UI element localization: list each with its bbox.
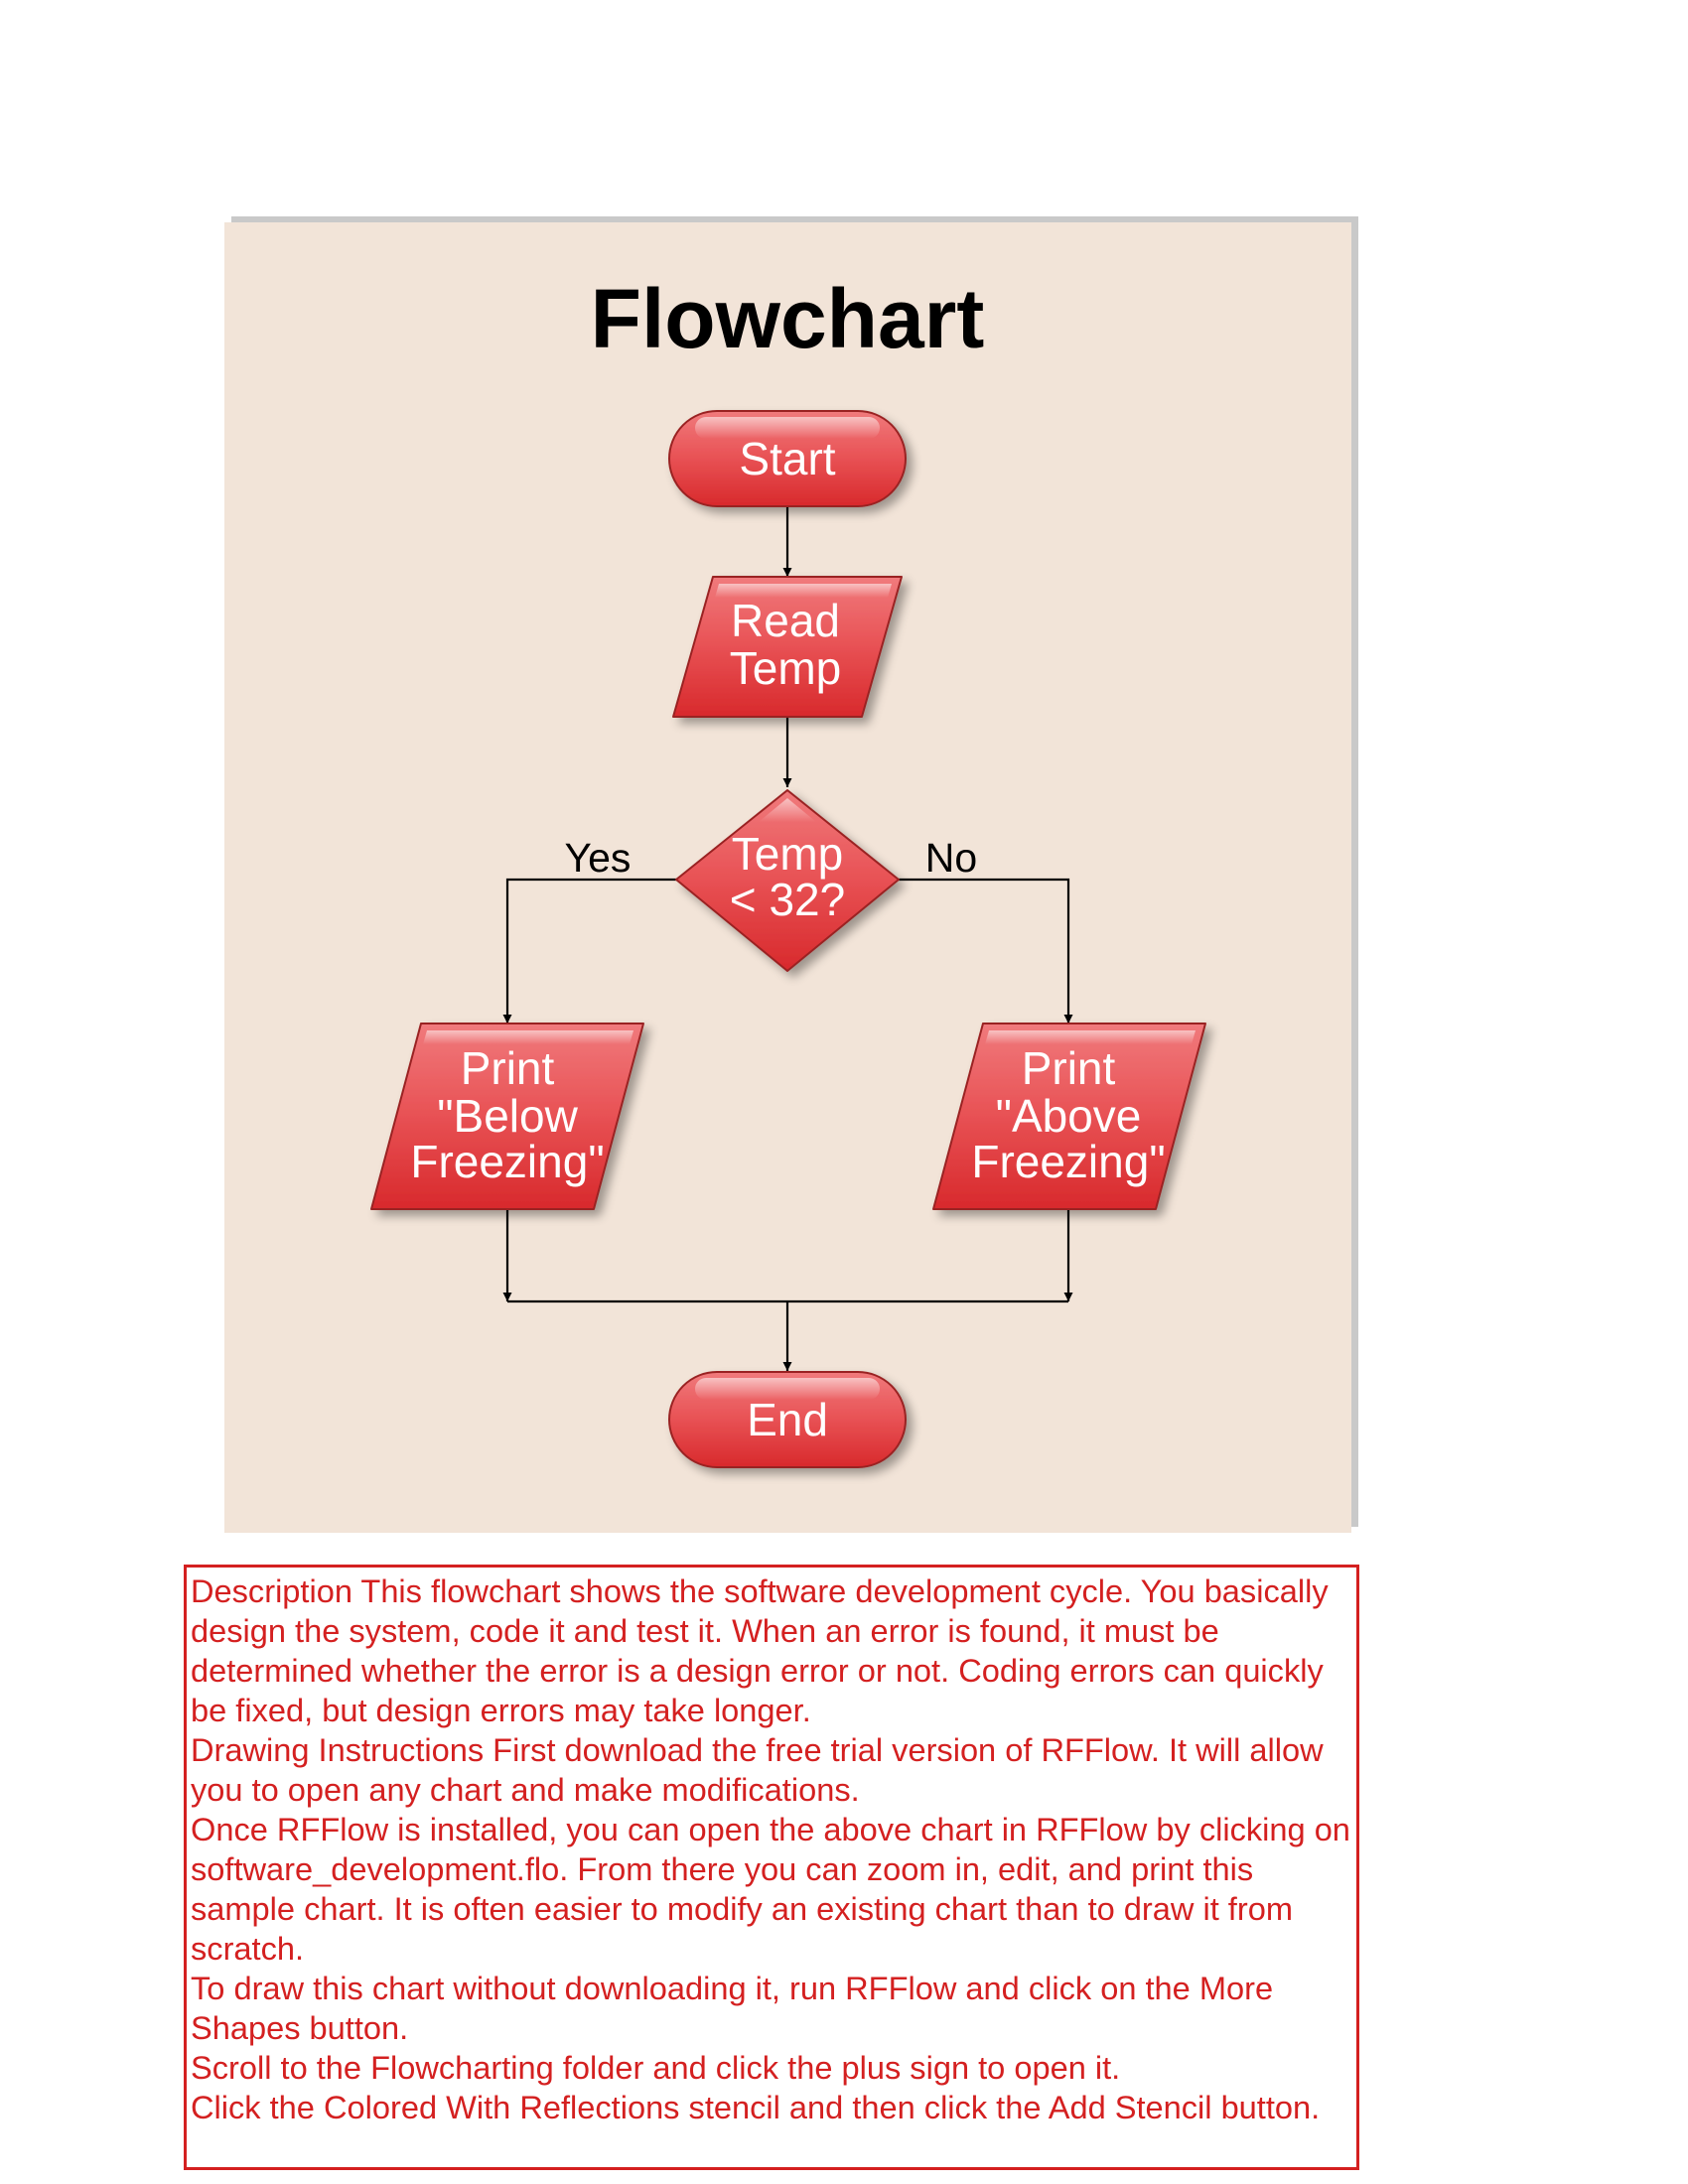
print-below-label-2: "Below [437, 1090, 578, 1142]
edge-label-no: No [925, 835, 977, 881]
description-paragraph: Description This flowchart shows the sof… [191, 1572, 1329, 1728]
read-temp-parallelogram [672, 576, 903, 718]
diagram-title: Flowchart [591, 272, 985, 365]
print-below-parallelogram [370, 1023, 644, 1210]
start-label: Start [739, 433, 835, 484]
scroll-folder-paragraph: Scroll to the Flowcharting folder and cl… [191, 2049, 1121, 2086]
end-gloss [695, 1378, 880, 1400]
node-print-above: Print "Above Freezing" [932, 1023, 1206, 1210]
decision-gloss [759, 798, 816, 822]
more-shapes-paragraph: To draw this chart without downloading i… [191, 1970, 1274, 2046]
flowchart-diagram: Flowchart Yes No Start Read Temp Temp < … [224, 216, 1358, 1533]
decision-label-1: Temp [732, 828, 843, 880]
decision-diamond [675, 789, 900, 972]
print-above-label-3: Freezing" [971, 1136, 1165, 1187]
edge-label-yes: Yes [565, 835, 632, 881]
read-temp-label-1: Read [731, 595, 840, 646]
read-temp-label-2: Temp [730, 642, 841, 694]
print-above-label-2: "Above [996, 1090, 1142, 1142]
print-above-label-1: Print [1022, 1042, 1116, 1094]
print-above-gloss [985, 1030, 1196, 1044]
node-print-below: Print "Below Freezing" [370, 1023, 644, 1210]
edge-decision-above [899, 878, 1073, 1024]
node-start: Start [668, 410, 907, 507]
print-below-gloss [423, 1030, 633, 1044]
node-decision: Temp < 32? [675, 789, 900, 972]
open-chart-paragraph: Once RFFlow is installed, you can open t… [191, 1811, 1350, 1967]
print-above-parallelogram [932, 1023, 1206, 1210]
print-below-label-1: Print [461, 1042, 555, 1094]
decision-label-2: < 32? [730, 874, 845, 925]
description-box: Description This flowchart shows the sof… [184, 1565, 1359, 2170]
read-temp-gloss [715, 584, 892, 598]
node-read-temp: Read Temp [672, 576, 903, 718]
print-below-label-3: Freezing" [410, 1136, 604, 1187]
start-gloss [695, 417, 880, 439]
end-label: End [747, 1394, 828, 1445]
add-stencil-paragraph: Click the Colored With Reflections stenc… [191, 2089, 1321, 2125]
node-end: End [668, 1371, 907, 1468]
drawing-instructions-paragraph: Drawing Instructions First download the … [191, 1731, 1324, 1808]
connectors [502, 506, 1073, 1371]
edge-decision-below [502, 878, 676, 1024]
